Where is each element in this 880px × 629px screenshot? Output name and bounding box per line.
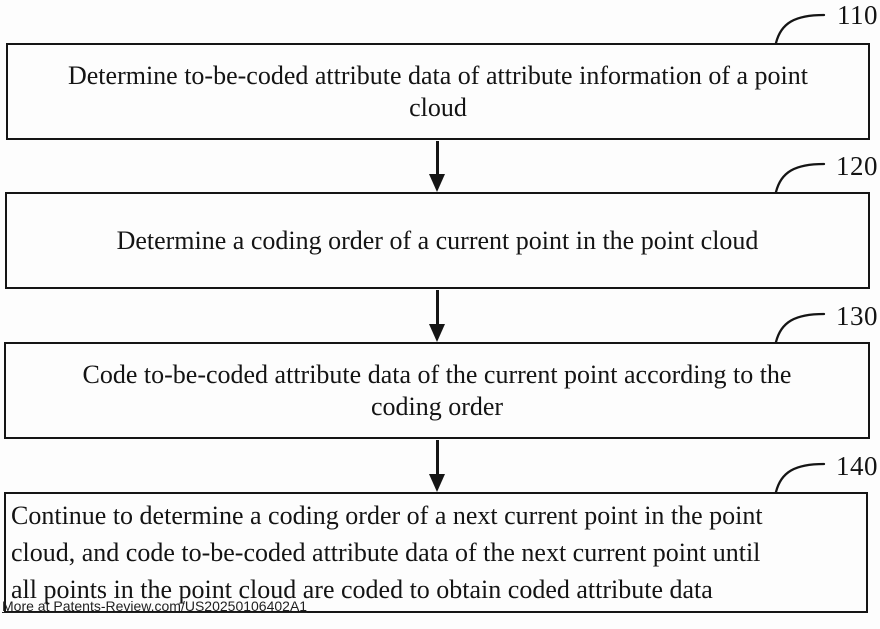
arrow-head bbox=[429, 324, 445, 342]
leader-curve-130-icon bbox=[774, 312, 826, 343]
box-text-line: Determine a coding order of a current po… bbox=[116, 225, 759, 255]
flow-box-code-attribute-data: Code to-be-coded attribute data of the c… bbox=[4, 342, 870, 439]
arrow-head bbox=[429, 174, 445, 192]
arrow-shaft bbox=[435, 141, 439, 174]
arrow-shaft bbox=[435, 440, 439, 474]
leader-curve-110-icon bbox=[774, 13, 826, 44]
ref-label-140: 140 bbox=[836, 451, 878, 481]
arrow-shaft bbox=[435, 290, 439, 324]
box-text-line: coding order bbox=[370, 391, 504, 421]
leader-curve-120-icon bbox=[774, 162, 826, 193]
ref-label-120: 120 bbox=[836, 151, 878, 181]
ref-label-110: 110 bbox=[837, 0, 878, 30]
box-text-line: Continue to determine a coding order of … bbox=[11, 501, 763, 530]
box-text-line: all points in the point cloud are coded … bbox=[11, 575, 713, 604]
box-text-line: cloud bbox=[409, 92, 467, 122]
flow-box-continue-until-all-coded: Continue to determine a coding order of … bbox=[4, 492, 868, 613]
leader-curve-140-icon bbox=[774, 462, 826, 493]
watermark-text: More at Patents-Review.com/US20250106402… bbox=[2, 598, 308, 614]
down-arrow-icon bbox=[429, 290, 445, 342]
box-text-line: cloud, and code to-be-coded attribute da… bbox=[11, 538, 761, 567]
ref-label-130: 130 bbox=[836, 301, 878, 331]
flow-box-determine-coding-order: Determine a coding order of a current po… bbox=[5, 192, 870, 289]
box-text-line: Code to-be-coded attribute data of the c… bbox=[82, 359, 792, 389]
down-arrow-icon bbox=[429, 440, 445, 492]
flow-box-determine-attribute-data: Determine to-be-coded attribute data of … bbox=[6, 43, 870, 140]
arrow-head bbox=[429, 474, 445, 492]
box-text-line: Determine to-be-coded attribute data of … bbox=[67, 60, 808, 90]
down-arrow-icon bbox=[429, 141, 445, 192]
